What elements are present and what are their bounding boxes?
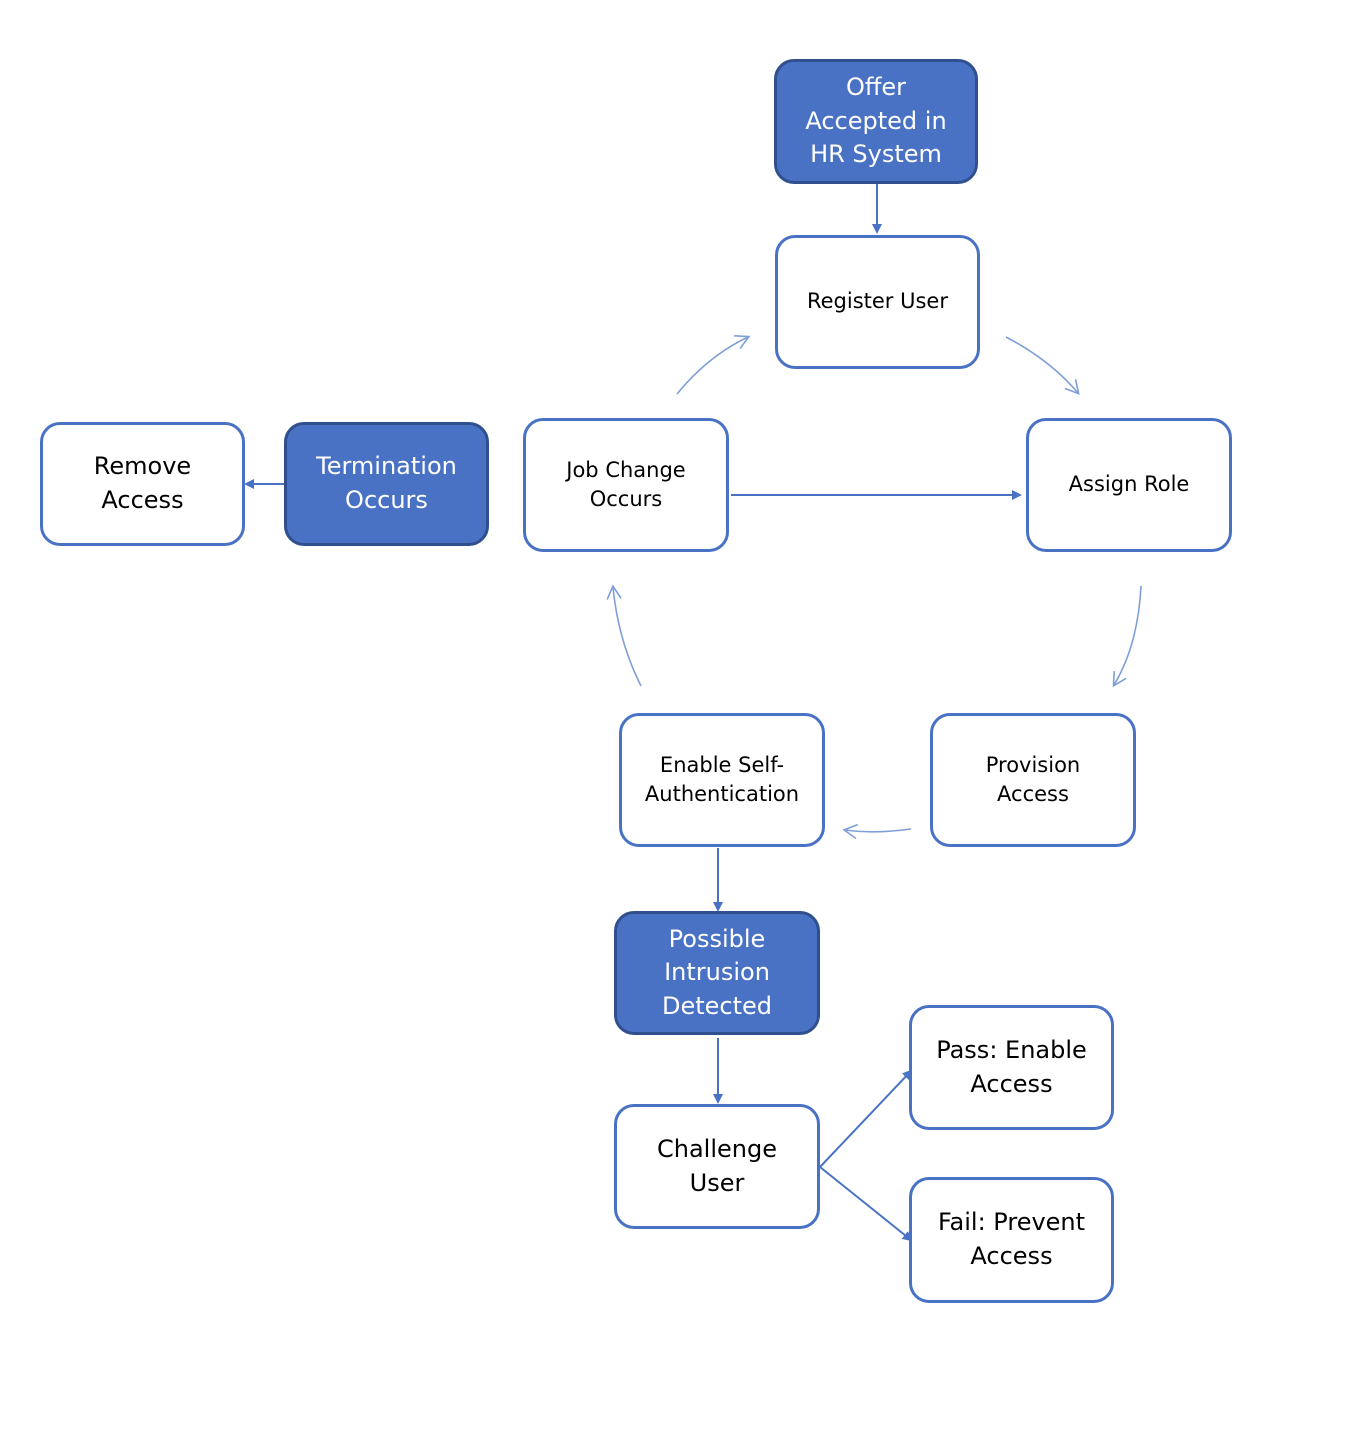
node-enable-self-authentication: Enable Self- Authentication bbox=[619, 713, 825, 847]
node-termination-occurs-label: Termination Occurs bbox=[316, 450, 457, 517]
node-remove-access: Remove Access bbox=[40, 422, 245, 546]
node-possible-intrusion-detected-line-1: Possible bbox=[668, 924, 766, 953]
arrow-enableself-to-jobchange bbox=[606, 584, 642, 687]
node-register-user-line-1: Register User bbox=[806, 289, 948, 314]
node-enable-self-authentication-label: Enable Self- Authentication bbox=[645, 751, 799, 810]
node-remove-access-label: Remove Access bbox=[94, 450, 191, 517]
node-job-change-occurs-line-2: Occurs bbox=[589, 487, 663, 511]
node-enable-self-authentication-line-2: Authentication bbox=[644, 782, 800, 806]
node-offer-accepted-line-2: Accepted in bbox=[805, 106, 947, 135]
node-remove-access-line-2: Access bbox=[101, 486, 184, 514]
node-provision-access-line-1: Provision bbox=[985, 752, 1081, 777]
node-job-change-occurs-label: Job Change Occurs bbox=[566, 456, 685, 515]
node-fail-prevent-access-line-1: Fail: Prevent bbox=[937, 1208, 1086, 1237]
node-remove-access-line-1: Remove bbox=[93, 452, 192, 481]
node-enable-self-authentication-line-1: Enable Self- bbox=[659, 752, 785, 777]
node-challenge-user: Challenge User bbox=[614, 1104, 820, 1229]
node-fail-prevent-access-line-2: Access bbox=[970, 1242, 1053, 1270]
node-register-user-label: Register User bbox=[807, 287, 948, 316]
arrow-challenge-to-pass bbox=[819, 1069, 913, 1168]
arrow-challenge-to-fail bbox=[819, 1166, 913, 1242]
node-pass-enable-access-label: Pass: Enable Access bbox=[936, 1034, 1087, 1101]
arrow-register-to-assign bbox=[1005, 336, 1080, 396]
node-possible-intrusion-detected-line-2: Intrusion bbox=[664, 958, 770, 987]
node-assign-role: Assign Role bbox=[1026, 418, 1232, 552]
node-provision-access: Provision Access bbox=[930, 713, 1136, 847]
node-possible-intrusion-detected-label: Possible Intrusion Detected bbox=[662, 923, 772, 1024]
node-termination-occurs-line-2: Occurs bbox=[345, 486, 428, 514]
node-possible-intrusion-detected: Possible Intrusion Detected bbox=[614, 911, 820, 1035]
node-assign-role-label: Assign Role bbox=[1069, 470, 1190, 499]
node-challenge-user-label: Challenge User bbox=[657, 1133, 777, 1200]
arrow-jobchange-to-register bbox=[676, 335, 751, 395]
node-offer-accepted-line-3: HR System bbox=[810, 140, 942, 169]
node-fail-prevent-access-label: Fail: Prevent Access bbox=[938, 1206, 1085, 1273]
node-pass-enable-access-line-2: Access bbox=[970, 1069, 1053, 1098]
node-register-user: Register User bbox=[775, 235, 980, 369]
arrow-assign-to-provision bbox=[1112, 585, 1142, 688]
node-offer-accepted: Offer Accepted in HR System bbox=[774, 59, 978, 184]
node-termination-occurs-line-1: Termination bbox=[316, 452, 457, 481]
node-possible-intrusion-detected-line-3: Detected bbox=[661, 991, 773, 1020]
node-fail-prevent-access: Fail: Prevent Access bbox=[909, 1177, 1114, 1303]
node-challenge-user-line-1: Challenge bbox=[657, 1134, 777, 1163]
arrow-provision-to-enableself bbox=[842, 823, 912, 840]
node-job-change-occurs: Job Change Occurs bbox=[523, 418, 729, 552]
node-termination-occurs: Termination Occurs bbox=[284, 422, 489, 546]
node-challenge-user-line-2: User bbox=[689, 1168, 745, 1197]
node-job-change-occurs-line-1: Job Change bbox=[566, 457, 686, 482]
node-provision-access-line-2: Access bbox=[997, 782, 1069, 806]
node-provision-access-label: Provision Access bbox=[986, 751, 1081, 810]
node-pass-enable-access-line-1: Pass: Enable bbox=[936, 1035, 1087, 1064]
node-pass-enable-access: Pass: Enable Access bbox=[909, 1005, 1114, 1130]
node-offer-accepted-line-1: Offer bbox=[845, 73, 907, 102]
node-offer-accepted-label: Offer Accepted in HR System bbox=[805, 71, 946, 172]
node-assign-role-line-1: Assign Role bbox=[1068, 472, 1190, 497]
